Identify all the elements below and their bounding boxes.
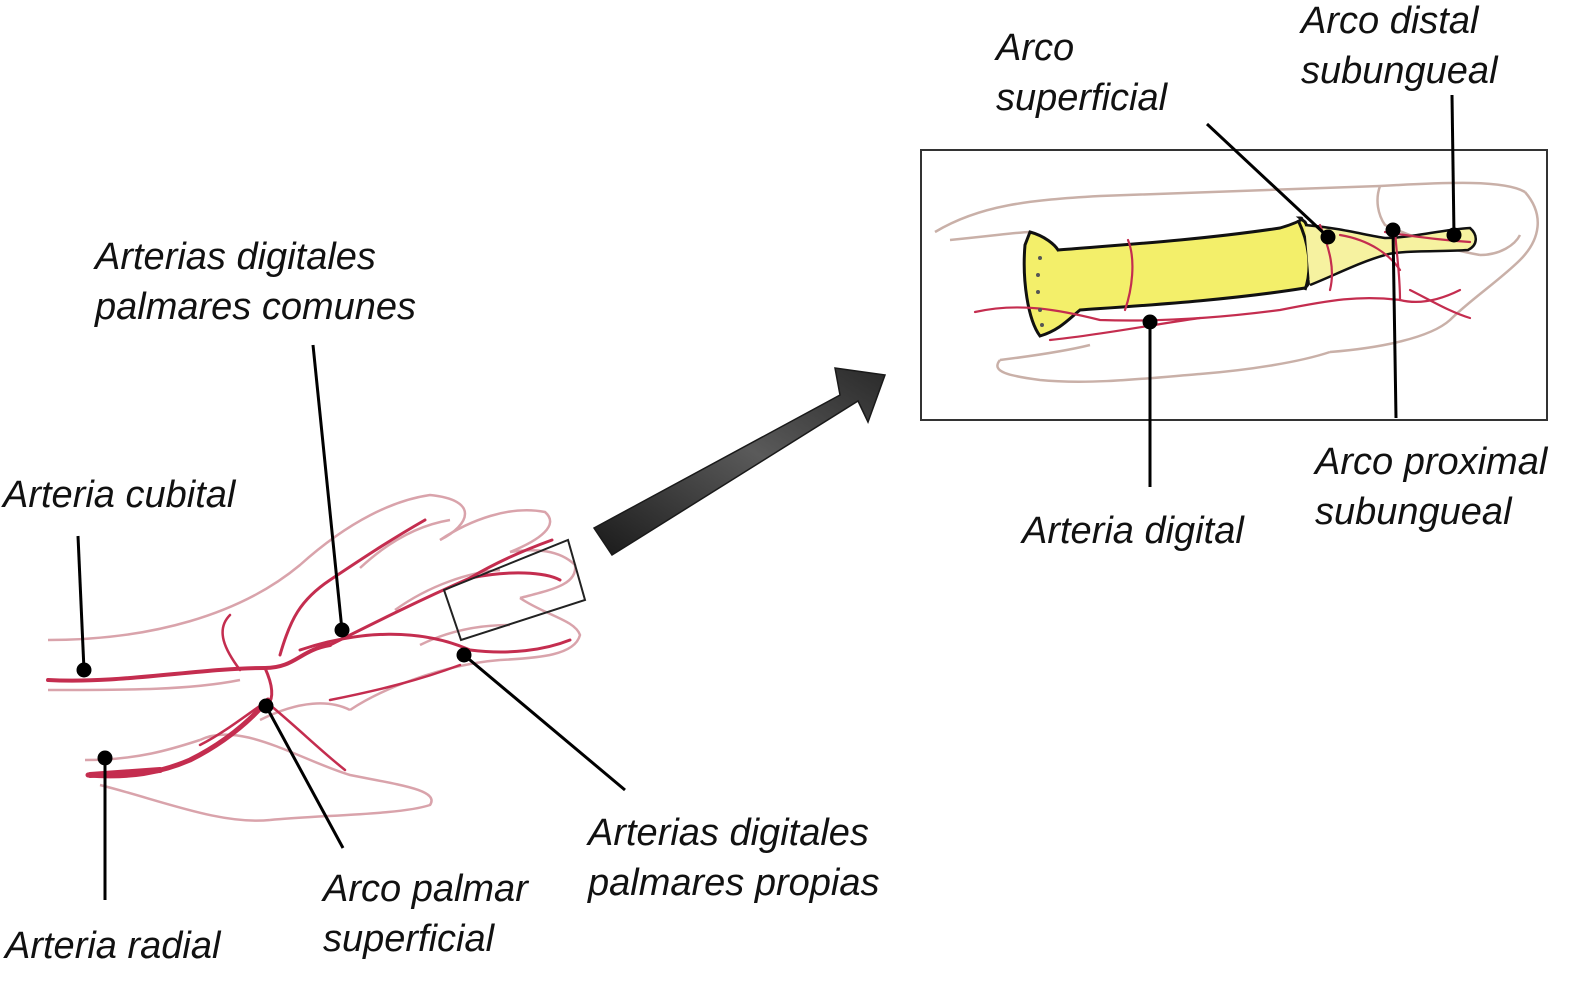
label-line: Arco distal: [1301, 0, 1498, 46]
hand-illustration: [48, 495, 585, 821]
label-line: palmares comunes: [95, 282, 416, 332]
label-arco-proximal-subungueal: Arco proximal subungueal: [1315, 437, 1547, 537]
label-line: palmares propias: [588, 858, 879, 908]
label-arco-superficial: Arco superficial: [996, 23, 1167, 123]
label-line: subungueal: [1315, 487, 1547, 537]
label-line: Arco: [996, 23, 1167, 73]
label-arterias-digitales-palmares-comunes: Arterias digitales palmares comunes: [95, 232, 416, 332]
label-line: Arco palmar: [323, 864, 528, 914]
label-arco-palmar-superficial: Arco palmar superficial: [323, 864, 528, 964]
label-arterias-digitales-palmares-propias: Arterias digitales palmares propias: [588, 808, 879, 908]
label-line: superficial: [323, 914, 528, 964]
label-arco-distal-subungueal: Arco distal subungueal: [1301, 0, 1498, 96]
label-line: Arco proximal: [1315, 437, 1547, 487]
zoom-arrow: [594, 368, 885, 555]
label-line: subungueal: [1301, 46, 1498, 96]
label-line: Arteria cubital: [3, 470, 235, 520]
label-line: Arteria digital: [1022, 506, 1244, 556]
label-arteria-radial: Arteria radial: [5, 921, 220, 971]
label-line: Arterias digitales: [588, 808, 879, 858]
label-arteria-cubital: Arteria cubital: [3, 470, 235, 520]
label-line: superficial: [996, 73, 1167, 123]
label-line: Arterias digitales: [95, 232, 416, 282]
label-line: Arteria radial: [5, 921, 220, 971]
label-arteria-digital: Arteria digital: [1022, 506, 1244, 556]
